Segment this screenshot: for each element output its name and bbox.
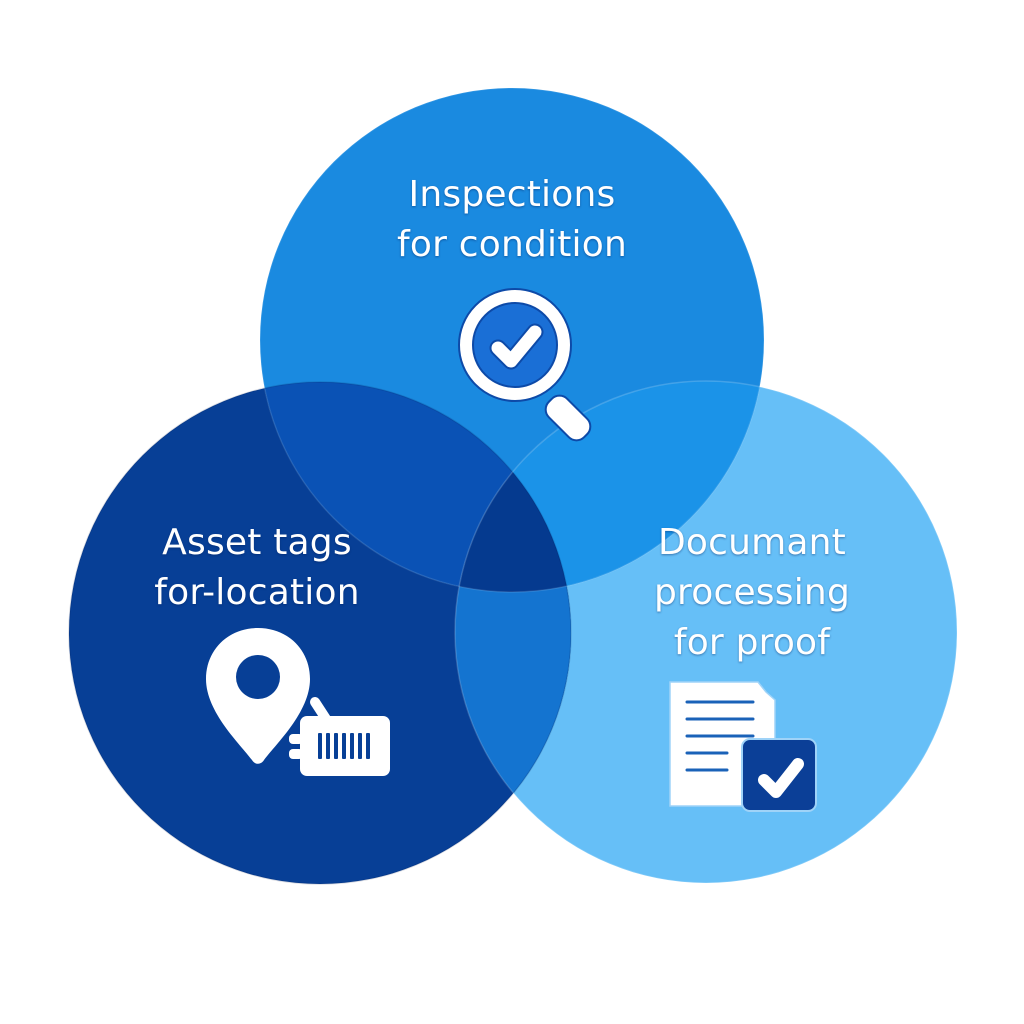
overlap-inspections-document [455, 381, 764, 592]
label-asset-tags-line2: for-location [154, 572, 360, 613]
label-document-line3: for proof [673, 622, 831, 663]
magnifier-check-icon [458, 288, 592, 442]
label-inspections-line1: Inspections [408, 174, 616, 215]
label-document-processing: Documant processing for proof [602, 518, 902, 668]
overlap-inspections-asset-tags [260, 382, 571, 592]
label-asset-tags: Asset tags for-location [107, 518, 407, 618]
label-asset-tags-line1: Asset tags [162, 522, 352, 563]
location-pin-tag-icon [206, 628, 390, 776]
label-inspections-line2: for condition [397, 224, 627, 265]
label-document-line2: processing [653, 572, 850, 613]
document-check-icon [669, 681, 817, 812]
label-document-line1: Documant [657, 522, 847, 563]
label-inspections: Inspections for condition [362, 170, 662, 270]
